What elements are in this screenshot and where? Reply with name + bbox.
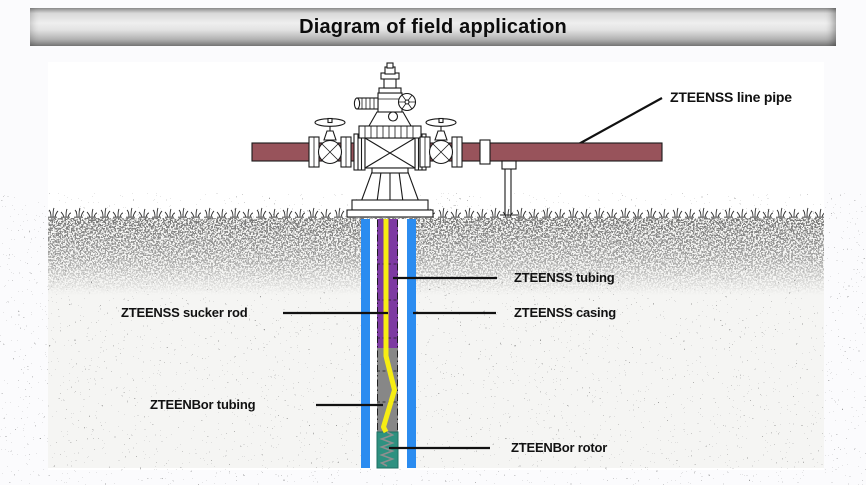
casing-left	[361, 219, 370, 468]
pipe-support	[500, 160, 518, 216]
pipe-collar	[479, 139, 491, 165]
wellhead	[251, 62, 663, 218]
wellbore	[361, 219, 416, 469]
label-sucker-rod: ZTEENSS sucker rod	[121, 305, 248, 320]
christmas-tree-cross	[353, 125, 427, 174]
casing-right	[407, 219, 416, 468]
gauge-icon	[387, 111, 399, 122]
label-casing: ZTEENSS casing	[514, 305, 616, 320]
rotor-spring	[379, 431, 395, 467]
page-title: Diagram of field application	[299, 15, 567, 38]
gate-valve-left	[308, 117, 352, 168]
grass-line	[48, 205, 824, 218]
wellhead-top-stack	[353, 62, 417, 127]
leader-line-pipe	[565, 97, 663, 152]
label-bor-tubing: ZTEENBor tubing	[150, 397, 256, 412]
label-tubing: ZTEENSS tubing	[514, 270, 615, 285]
title-bar: Diagram of field application	[30, 8, 836, 46]
label-bor-rotor: ZTEENBor rotor	[511, 440, 608, 455]
label-line-pipe: ZTEENSS line pipe	[670, 89, 792, 105]
soil-ground	[48, 218, 824, 468]
leader-lines	[283, 97, 663, 450]
gate-valve-right	[419, 117, 463, 168]
tubing-wall-dashes	[377, 220, 398, 432]
bor-tubing-column	[377, 348, 398, 432]
sucker-rod	[381, 219, 397, 434]
